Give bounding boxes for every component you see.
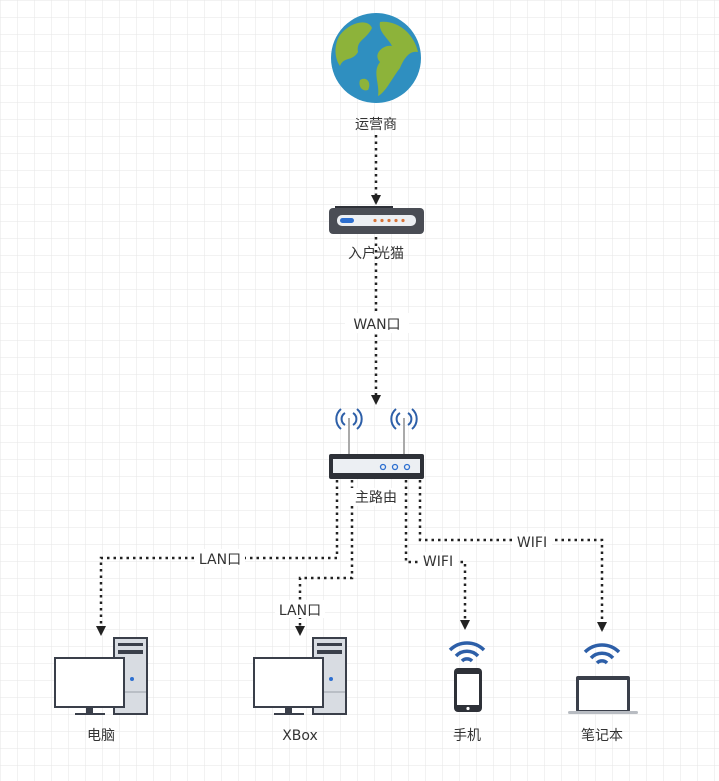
globe-icon[interactable]: [331, 13, 421, 103]
edge-router-laptop[interactable]: [418, 480, 607, 632]
pc-label: 电脑: [87, 728, 115, 744]
isp-label: 运营商: [355, 117, 397, 133]
edge-label-wifi-laptop: WIFI: [517, 535, 547, 551]
edge-label-lan-xbox: LAN口: [279, 603, 321, 619]
smartphone-icon[interactable]: [454, 668, 482, 712]
xbox-label: XBox: [282, 728, 318, 744]
laptop-icon[interactable]: [568, 676, 638, 714]
router-label: 主路由: [355, 490, 397, 506]
edge-label-lan-pc: LAN口: [199, 552, 241, 568]
edge-label-wan: WAN口: [353, 317, 400, 333]
phone-label: 手机: [453, 728, 481, 744]
modem-icon[interactable]: [329, 206, 424, 234]
edge-label-wifi-phone: WIFI: [423, 554, 453, 570]
laptop-label: 笔记本: [581, 728, 623, 744]
router-icon[interactable]: [329, 408, 424, 479]
modem-label: 入户光猫: [348, 245, 404, 262]
